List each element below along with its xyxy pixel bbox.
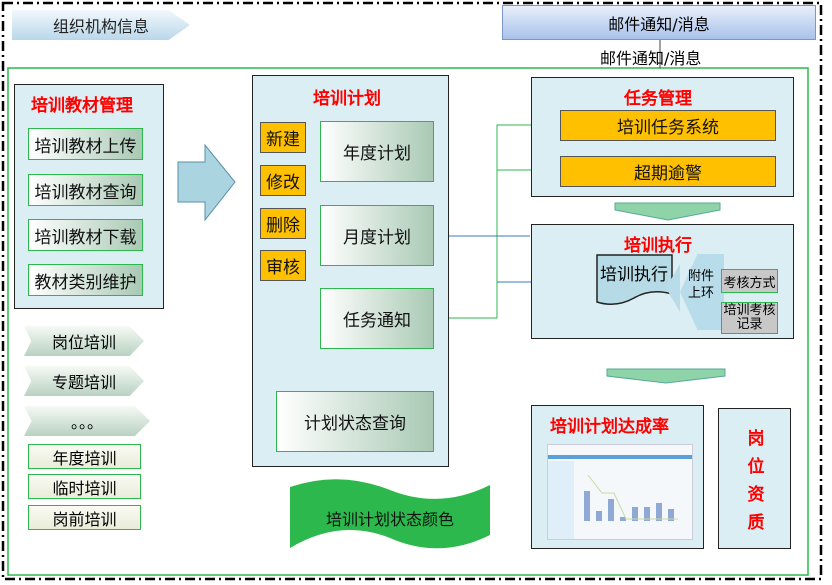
material-query[interactable]: 培训教材查询 bbox=[28, 174, 143, 206]
arrow-post-training[interactable]: 岗位培训 bbox=[24, 326, 144, 356]
rate-title: 培训计划达成率 bbox=[550, 417, 669, 437]
attach-label: 附件上环 bbox=[687, 269, 714, 301]
mail-caption: 邮件通知/消息 bbox=[600, 49, 702, 68]
task-title: 任务管理 bbox=[624, 89, 692, 109]
plan-title: 培训计划 bbox=[313, 89, 381, 109]
material-category[interactable]: 教材类别维护 bbox=[28, 264, 143, 296]
edit-button[interactable]: 修改 bbox=[260, 165, 306, 196]
arrow-more[interactable]: 。。。 bbox=[24, 406, 150, 436]
mail-box[interactable]: 邮件通知/消息 bbox=[502, 5, 816, 40]
execution-document-shape bbox=[596, 254, 680, 312]
org-info-label: 组织机构信息 bbox=[52, 17, 149, 36]
material-download[interactable]: 培训教材下载 bbox=[28, 219, 143, 251]
annual-training[interactable]: 年度培训 bbox=[28, 444, 141, 469]
mail-box-label: 邮件通知/消息 bbox=[608, 14, 710, 34]
org-info-arrow[interactable]: 组织机构信息 bbox=[12, 10, 190, 40]
materials-title: 培训教材管理 bbox=[31, 96, 133, 116]
rate-screenshot-thumbnail[interactable] bbox=[547, 444, 693, 540]
training-task-system[interactable]: 培训任务系统 bbox=[560, 110, 776, 141]
monthly-plan[interactable]: 月度计划 bbox=[320, 205, 434, 266]
temp-training[interactable]: 临时培训 bbox=[28, 474, 141, 499]
assessment-record[interactable]: 培训考核记录 bbox=[721, 302, 778, 334]
new-button[interactable]: 新建 bbox=[260, 122, 306, 153]
rate-panel: 培训计划达成率 bbox=[531, 405, 704, 549]
annual-plan[interactable]: 年度计划 bbox=[320, 121, 434, 182]
plan-status-query[interactable]: 计划状态查询 bbox=[276, 391, 434, 452]
approve-button[interactable]: 审核 bbox=[260, 250, 306, 281]
execution-title: 培训执行 bbox=[624, 236, 692, 256]
qualification-title: 岗位资质 bbox=[747, 429, 765, 533]
pre-job-training[interactable]: 岗前培训 bbox=[28, 505, 141, 530]
delete-button[interactable]: 删除 bbox=[260, 208, 306, 239]
plan-status-color[interactable]: 培训计划状态颜色 bbox=[325, 510, 454, 529]
qualification-panel bbox=[718, 408, 791, 549]
overdue-alert[interactable]: 超期逾警 bbox=[560, 156, 776, 187]
task-notice[interactable]: 任务通知 bbox=[320, 288, 434, 349]
material-upload[interactable]: 培训教材上传 bbox=[28, 128, 143, 160]
assessment-method[interactable]: 考核方式 bbox=[721, 269, 778, 293]
arrow-topic-training[interactable]: 专题培训 bbox=[24, 366, 144, 396]
execution-document[interactable]: 培训执行 bbox=[600, 265, 668, 285]
